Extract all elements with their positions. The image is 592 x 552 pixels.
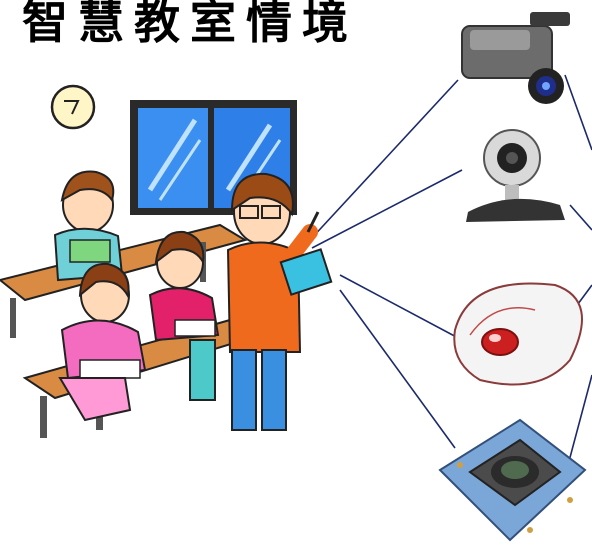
- student-girl-middle: [148, 230, 220, 401]
- student-boy: [53, 170, 124, 282]
- clock-icon: [50, 84, 96, 130]
- webcam-icon: [466, 129, 565, 222]
- page-title: 智慧教室情境: [22, 0, 358, 49]
- wireless-mouse-icon: [453, 282, 583, 386]
- student-girl-front: [58, 262, 147, 422]
- touch-module-icon: [438, 418, 587, 542]
- teacher: [226, 172, 333, 431]
- video-camera-icon: [461, 12, 570, 104]
- connector-lines: [309, 74, 592, 466]
